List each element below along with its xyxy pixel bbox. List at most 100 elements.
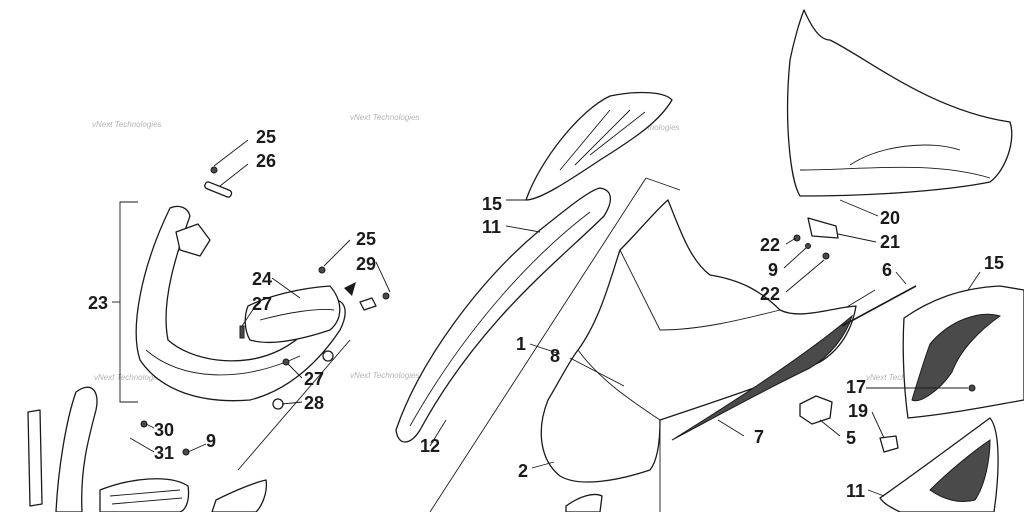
callout-25a: 25	[256, 127, 276, 147]
ref-line-2	[645, 177, 681, 191]
lead-11b	[867, 489, 885, 497]
lead-22b	[785, 259, 825, 293]
callout-8: 8	[550, 346, 560, 366]
ref-line-1	[429, 177, 647, 512]
hood-outline	[540, 199, 857, 483]
windshield	[786, 9, 1013, 197]
lead-8	[569, 357, 625, 387]
watermark-1: vNext Technologies	[92, 120, 162, 129]
lower-bracket	[211, 479, 268, 512]
vent-clip	[799, 395, 833, 425]
bracket-23	[112, 201, 138, 403]
lead-15b	[967, 271, 981, 291]
bracket-line	[119, 201, 138, 403]
callout-15b: 15	[984, 253, 1004, 273]
bumper-left	[55, 386, 98, 512]
screw-27b	[282, 358, 290, 366]
callout-19: 19	[848, 401, 868, 421]
lead-25b	[323, 239, 351, 267]
lead-6	[895, 271, 907, 285]
windshield-contour	[849, 144, 961, 166]
hood-contour-1	[619, 249, 781, 331]
callout-25b: 25	[356, 229, 376, 249]
gauge-bezel-top	[525, 91, 673, 201]
callout-31: 31	[154, 443, 174, 463]
side-rail-outline	[395, 187, 611, 443]
side-rail	[395, 187, 611, 443]
strip-left	[27, 409, 43, 507]
lead-30	[145, 423, 155, 429]
bezel-top-outline	[525, 91, 673, 201]
vent-clip-outline	[799, 395, 833, 425]
callout-27a: 27	[252, 294, 272, 314]
washer-29	[359, 297, 377, 311]
bolt-27a	[239, 325, 245, 339]
callout-11a: 11	[482, 217, 501, 237]
lead-1	[529, 343, 561, 355]
washer-9a	[805, 243, 811, 249]
lower-left-parts	[27, 386, 268, 512]
hood: SNOPRO	[540, 199, 857, 483]
bottom-clip	[565, 493, 603, 512]
ref-line-5	[237, 339, 351, 471]
callout-9b: 9	[206, 431, 216, 451]
callout-5: 5	[846, 428, 856, 448]
nose-cone-inner	[145, 349, 301, 376]
nut-29	[382, 292, 390, 300]
windshield-edge	[799, 166, 991, 179]
callout-7: 7	[754, 427, 764, 447]
side-rail-inner	[409, 211, 591, 427]
hood-decal-7	[671, 314, 853, 441]
leader-lines	[129, 139, 981, 497]
lead-24	[271, 277, 301, 299]
watermark-5: vNext Technologies	[94, 373, 164, 382]
bezel-top-ribs	[559, 109, 646, 171]
lead-9b	[187, 443, 207, 453]
lead-20	[839, 199, 879, 217]
callout-labels: 15 11 1 8 2 12 7 5 20 21 22 9 22 6 15 17…	[88, 127, 1004, 501]
side-panel-graphic	[911, 313, 1002, 402]
watermark-2: vNext Technologies	[350, 113, 420, 122]
callout-28: 28	[304, 393, 324, 413]
callout-23: 23	[88, 293, 108, 313]
lower-panel-right	[879, 417, 999, 512]
callout-21: 21	[880, 232, 900, 252]
lead-27b	[287, 363, 303, 379]
lower-panel-graphic	[929, 439, 991, 503]
hood-pin	[841, 285, 917, 327]
headlight-outline	[244, 285, 341, 344]
mount-bracket	[807, 217, 839, 239]
bottom-clip-outline	[565, 493, 603, 512]
nose-cone	[135, 166, 346, 402]
callout-30: 30	[154, 420, 174, 440]
screw-22a	[793, 234, 801, 242]
lead-27a	[241, 307, 255, 327]
grommet-28b	[322, 350, 334, 362]
headlight-inner	[259, 309, 335, 321]
callout-1: 1	[516, 334, 526, 354]
callout-6: 6	[882, 260, 892, 280]
callout-2: 2	[518, 461, 528, 481]
grommet-26	[204, 181, 233, 198]
lead-25a	[213, 139, 249, 167]
lead-28	[281, 401, 303, 405]
hood-contour-2	[577, 349, 661, 421]
lead-26	[219, 163, 249, 187]
lead-11a	[505, 225, 541, 233]
side-panel-right	[902, 285, 1024, 419]
callout-27b: 27	[304, 369, 324, 389]
lead-22a	[785, 237, 797, 245]
grille-lines	[109, 489, 183, 505]
watermark-8: vNext Technologies	[866, 373, 936, 382]
screw-25a	[210, 166, 218, 174]
callout-22a: 22	[760, 235, 780, 255]
callout-11b: 11	[846, 481, 865, 501]
arrow-marker	[344, 282, 356, 296]
callout-24: 24	[252, 269, 272, 289]
hood-pin-line	[841, 285, 917, 327]
callout-22b: 22	[760, 284, 780, 304]
screw-22b	[822, 252, 830, 260]
grille-mesh	[99, 478, 190, 512]
lead-19	[871, 411, 885, 439]
